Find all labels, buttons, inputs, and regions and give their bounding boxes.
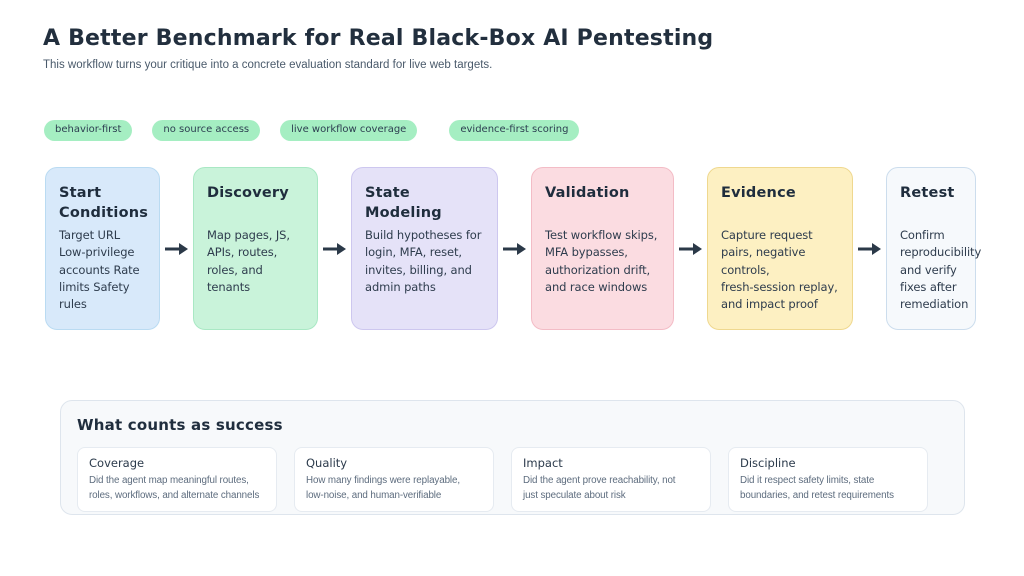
card-body: Did it respect safety limits, state boun… (740, 475, 894, 501)
stage-state-modeling: State Modeling Build hypotheses for logi… (351, 167, 498, 330)
card-title: Quality (306, 456, 348, 470)
flow-arrow-icon (318, 167, 351, 330)
success-card-coverage: Coverage Did the agent map meaningful ro… (77, 447, 277, 512)
stage-body: Capture request pairs, negative controls… (721, 228, 838, 312)
flow-arrow-icon (160, 167, 193, 330)
tag-evidence-first-scoring: evidence-first scoring (449, 120, 580, 141)
tag-live-workflow-coverage: live workflow coverage (280, 120, 418, 141)
success-card-quality: Quality How many findings were replayabl… (294, 447, 494, 512)
card-title: Discipline (740, 456, 796, 470)
workflow-diagram: Start Conditions Target URL Low-privileg… (45, 167, 982, 330)
stage-title: Evidence (721, 185, 796, 201)
stage-title: Discovery (207, 185, 289, 201)
stage-validation: Validation Test workflow skips, MFA bypa… (531, 167, 674, 330)
success-card-list: Coverage Did the agent map meaningful ro… (77, 447, 948, 512)
stage-body: Map pages, JS, APIs, routes, roles, and … (207, 228, 290, 294)
card-body: Did the agent map meaningful routes, rol… (89, 475, 260, 501)
tag-no-source-access: no source access (152, 120, 261, 141)
flow-arrow-icon (853, 167, 886, 330)
page-subtitle: This workflow turns your critique into a… (43, 59, 493, 71)
success-panel-heading: What counts as success (77, 416, 283, 434)
stage-start-conditions: Start Conditions Target URL Low-privileg… (45, 167, 160, 330)
success-panel: What counts as success Coverage Did the … (60, 400, 965, 515)
tag-list: behavior-first no source access live wor… (44, 120, 599, 141)
stage-title: Validation (545, 185, 630, 201)
flow-arrow-icon (674, 167, 707, 330)
card-title: Impact (523, 456, 563, 470)
stage-body: Test workflow skips, MFA bypasses, autho… (545, 228, 658, 294)
stage-body: Target URL Low-privilege accounts Rate l… (59, 228, 140, 312)
flow-arrow-icon (498, 167, 531, 330)
stage-body: Confirm reproducibility and verify fixes… (900, 228, 982, 312)
tag-behavior-first: behavior-first (44, 120, 133, 141)
card-body: How many findings were replayable, low-n… (306, 475, 460, 501)
stage-title: Retest (900, 185, 955, 201)
stage-body: Build hypotheses for login, MFA, reset, … (365, 228, 482, 294)
stage-title: State Modeling (365, 185, 442, 221)
stage-discovery: Discovery Map pages, JS, APIs, routes, r… (193, 167, 318, 330)
card-body: Did the agent prove reachability, not ju… (523, 475, 676, 501)
stage-retest: Retest Confirm reproducibility and verif… (886, 167, 982, 330)
success-card-impact: Impact Did the agent prove reachability,… (511, 447, 711, 512)
stage-evidence: Evidence Capture request pairs, negative… (707, 167, 853, 330)
page-title: A Better Benchmark for Real Black-Box AI… (43, 26, 714, 51)
stage-title: Start Conditions (59, 185, 149, 221)
card-title: Coverage (89, 456, 145, 470)
success-card-discipline: Discipline Did it respect safety limits,… (728, 447, 928, 512)
